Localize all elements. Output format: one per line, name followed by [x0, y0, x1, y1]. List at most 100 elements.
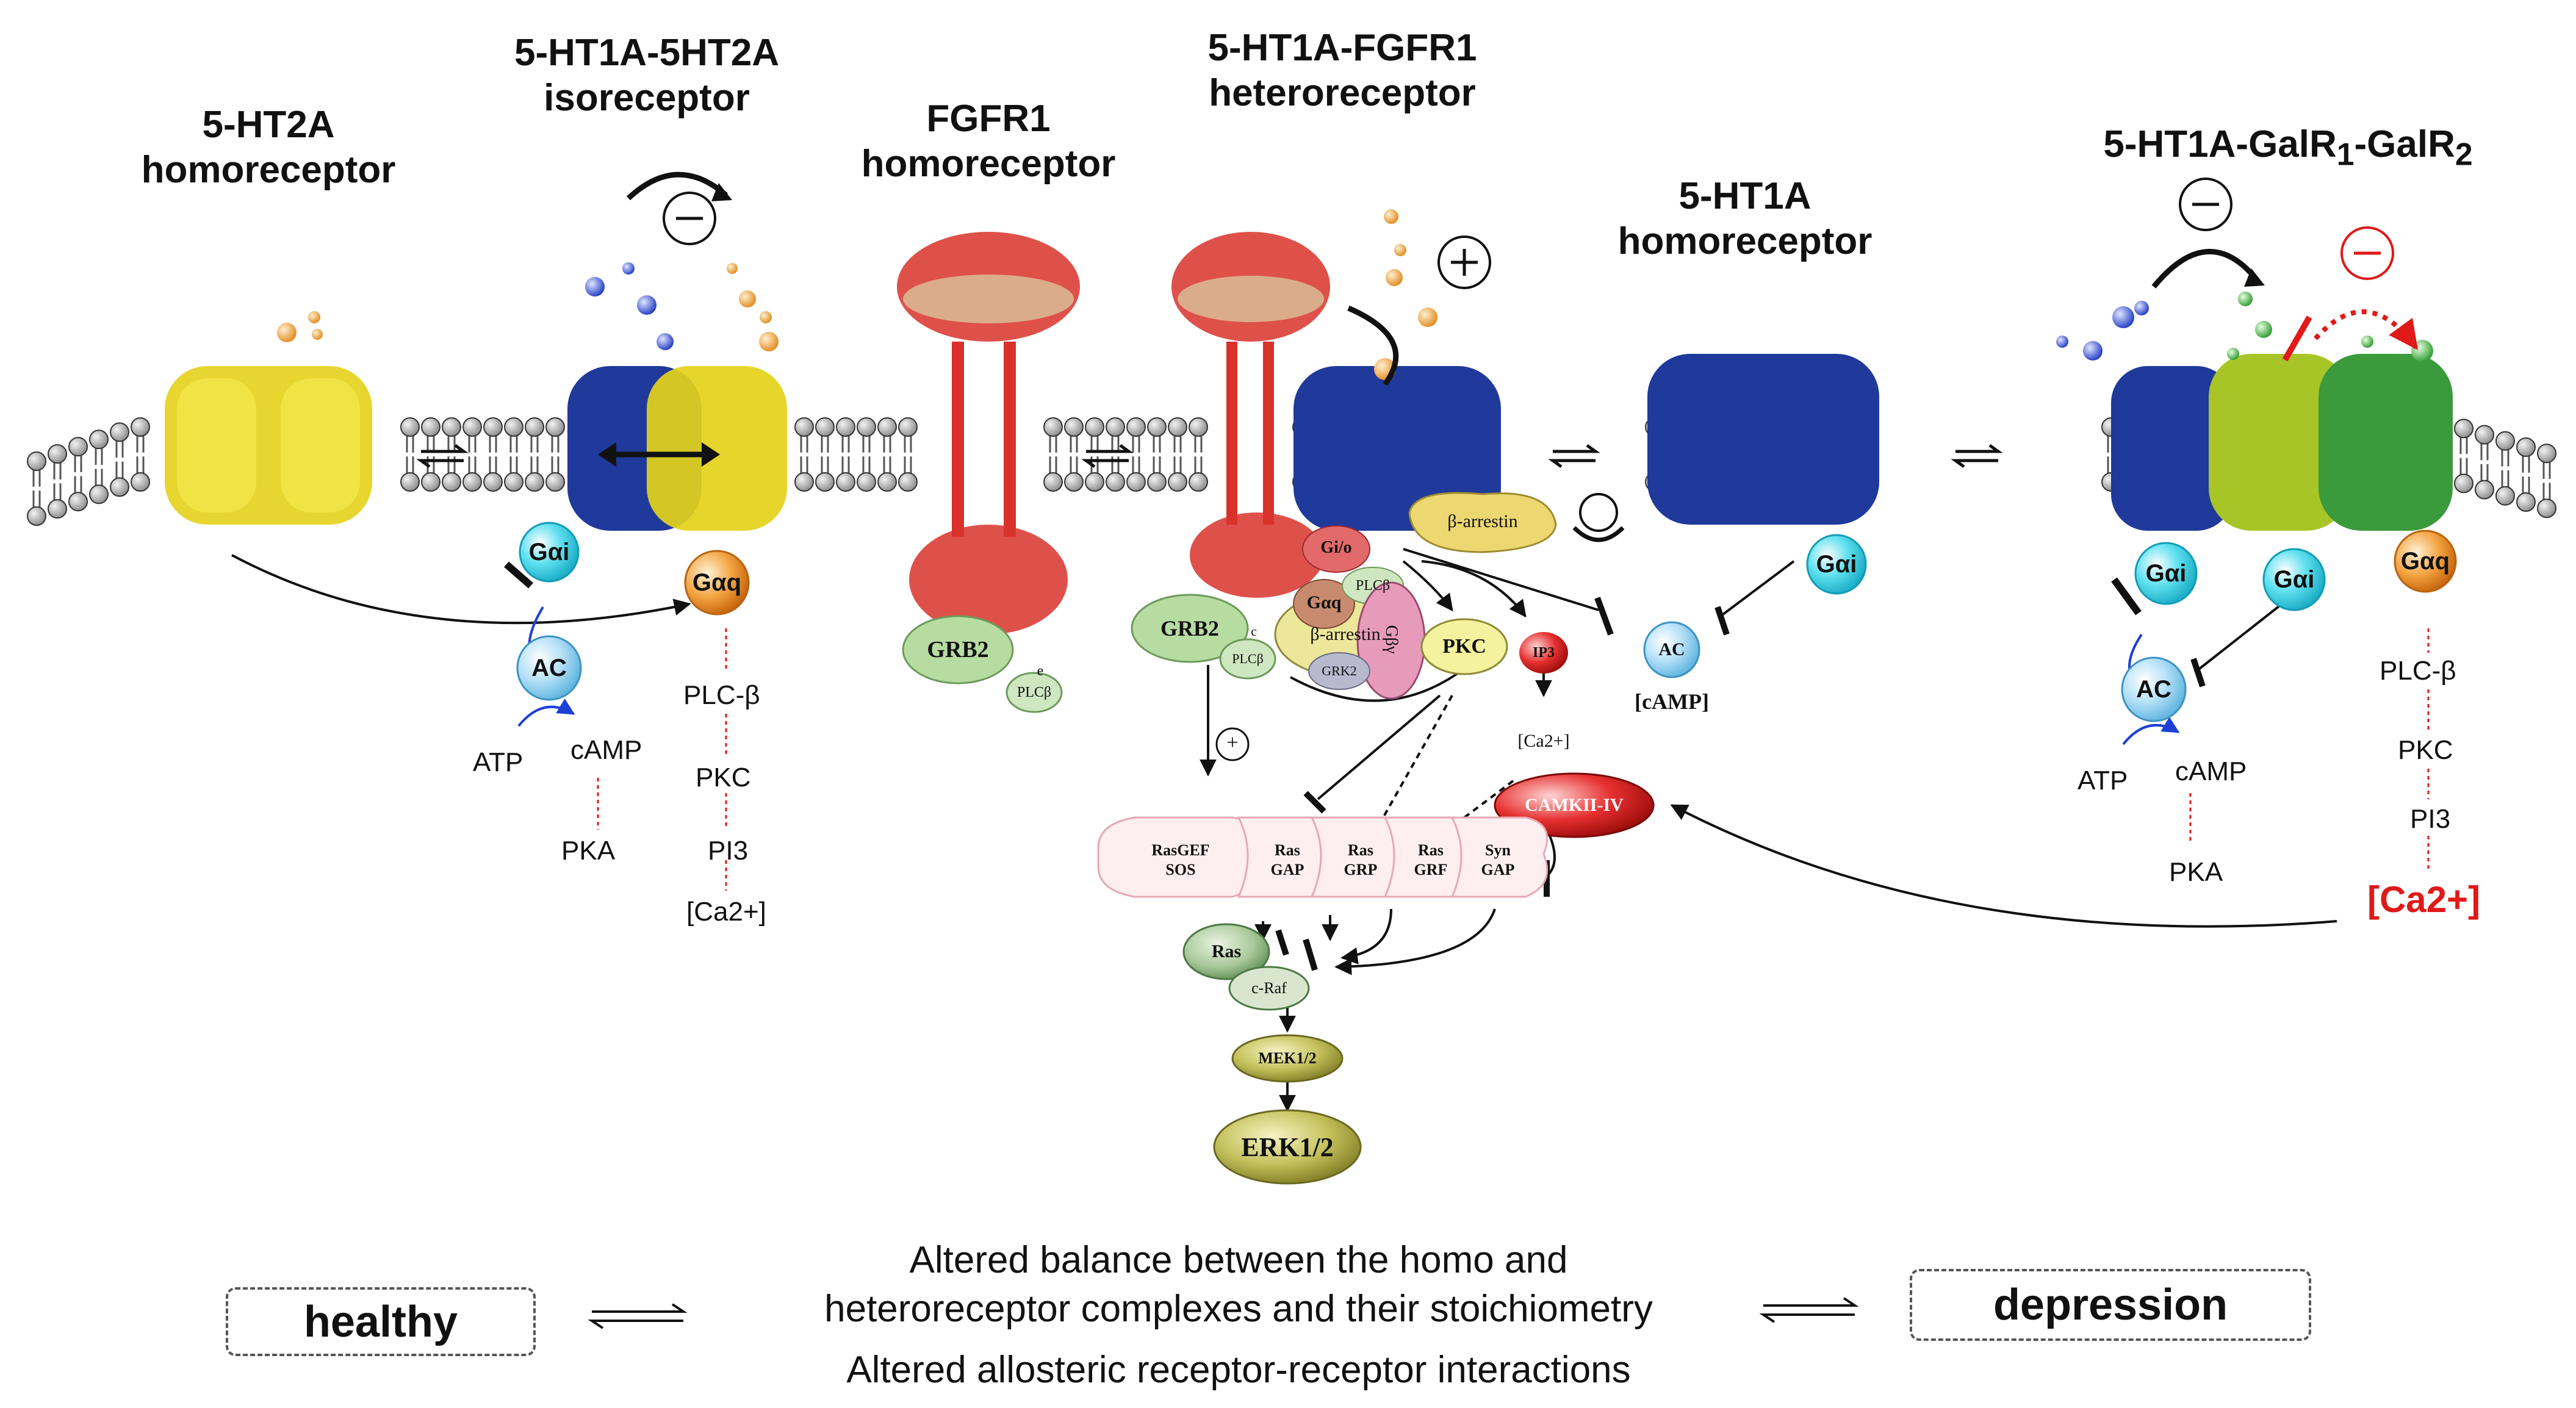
footer-line-3: Altered allosteric receptor-receptor int… — [846, 1349, 1631, 1391]
lipid-head — [1126, 472, 1146, 492]
gai-ball-center — [1806, 534, 1867, 595]
lipid-head — [877, 472, 897, 492]
lipid-head — [483, 417, 503, 437]
lipid-head — [110, 422, 129, 442]
lipid-head — [794, 472, 814, 492]
lipid-head — [1064, 417, 1084, 437]
camp-label-left: cAMP — [570, 735, 642, 765]
lipid-head — [89, 484, 109, 505]
mek-label: MEK1/2 — [1258, 1049, 1317, 1067]
lipid-head — [2537, 498, 2556, 519]
receptor-5ht1a-galr1-galr2-heteromer — [2111, 354, 2453, 531]
lipid-head — [545, 417, 565, 437]
lipid-head — [504, 417, 523, 437]
e-label-left: e — [1037, 663, 1044, 679]
ca-label-left: [Ca2+] — [686, 897, 766, 927]
grb2-label-center: GRB2 — [1160, 616, 1219, 641]
lipid-head — [1168, 472, 1187, 492]
lipid-head — [421, 472, 441, 492]
allosteric-interaction-marks — [626, 171, 2265, 542]
pkc-label-left: PKC — [696, 763, 751, 792]
gaq-label-left: Gαq — [692, 569, 742, 596]
gai-label-right-1: Gαi — [2145, 559, 2187, 587]
lipid-head — [400, 472, 420, 492]
lipid-head — [48, 444, 67, 464]
plcb-shape-left — [1006, 672, 1063, 713]
atp-label-right: ATP — [2078, 766, 2128, 796]
header-line: FGFR1 — [926, 98, 1051, 140]
lipid-head — [815, 472, 835, 492]
ras-grf-label: Ras GRF — [1414, 841, 1448, 878]
lipid-head — [400, 417, 420, 437]
lipid-head — [2495, 486, 2515, 506]
ca-label-right: [Ca2+] — [2367, 879, 2481, 920]
lipid-head — [131, 417, 150, 437]
lipid-head — [815, 417, 835, 437]
lipid-head — [462, 472, 482, 492]
lipid-head — [2516, 492, 2536, 512]
lipid-head — [483, 472, 503, 492]
receptor-5ht2a-homomer — [165, 366, 372, 525]
rasgef-sos-label: RasGEF SOS — [1151, 841, 1210, 878]
camk-label: CAMKII-IV — [1525, 795, 1624, 815]
header-5ht1a-fgfr1-heteroreceptor: 5-HT1A-FGFR1 heteroreceptor — [1171, 26, 1513, 116]
ca-label-center: [Ca2+] — [1517, 731, 1570, 751]
lipid-head — [1126, 417, 1146, 437]
receptor-5ht1a-5ht2a-isomer — [567, 366, 787, 531]
header-fgfr1-homoreceptor: FGFR1 homoreceptor — [830, 96, 1147, 187]
ac-label-right: AC — [2136, 675, 2171, 703]
lipid-head — [48, 499, 67, 519]
erk-shape — [1213, 1109, 1362, 1185]
receptor-fgfr1-homomer — [897, 232, 1080, 634]
barrestin-label: β-arrestin — [1310, 624, 1381, 644]
left-pathway-lines — [231, 554, 727, 891]
lipid-head — [2454, 418, 2473, 439]
gby-label: Gβγ — [1382, 625, 1401, 654]
lipid-head — [1085, 417, 1104, 437]
header-line: isoreceptor — [544, 77, 750, 119]
craf-label: c-Raf — [1251, 979, 1287, 997]
lipid-head — [1043, 472, 1063, 492]
plcb-label-left: PLC-β — [683, 680, 760, 710]
mek-shape — [1231, 1034, 1344, 1083]
receptor-5ht1a-fgfr1-heteromer — [1171, 232, 1501, 598]
gai-label-left: Gαi — [528, 538, 570, 566]
lipid-head — [27, 451, 46, 471]
gio-shape — [1302, 525, 1370, 573]
gai-ball-right-1 — [2134, 542, 2198, 605]
lipid-head — [545, 472, 565, 492]
plus-circle-small — [1215, 727, 1250, 761]
lipid-head — [2475, 425, 2494, 445]
lipid-head — [504, 472, 523, 492]
ip3-shape — [1519, 632, 1568, 673]
grk2-shape — [1308, 652, 1370, 690]
lipid-head — [68, 437, 88, 457]
footer-line-1: Altered balance between the homo and — [909, 1239, 1568, 1281]
lipid-head — [421, 417, 441, 437]
lipid-head — [110, 477, 129, 497]
pka-label-right: PKA — [2169, 857, 2223, 887]
pi3-label-right: PI3 — [2410, 804, 2451, 834]
gaq-label-center: Gαq — [1306, 592, 1342, 612]
camp-label-center: [cAMP] — [1635, 689, 1709, 714]
header-line: homoreceptor — [1617, 220, 1873, 262]
lipid-head — [1043, 417, 1063, 437]
plcb-label-center-2: PLCβ — [1355, 577, 1391, 594]
lipid-head — [27, 506, 46, 526]
gaq-shape-center — [1293, 579, 1355, 629]
lipid-head — [462, 417, 482, 437]
ras-family-shapes — [1097, 816, 1549, 898]
galr-inhibition-red — [2282, 226, 2419, 362]
receptor-5ht1a-homomer — [1647, 354, 1879, 525]
lipid-head — [836, 417, 855, 437]
barrestin-top-shape — [1408, 492, 1557, 553]
lipid-head — [525, 472, 544, 492]
lipid-head — [442, 417, 461, 437]
right-pathway-lines — [2111, 577, 2430, 872]
header-line: 5-HT1A — [1678, 175, 1811, 217]
depression-box: depression — [1910, 1269, 2311, 1341]
header-line: homoreceptor — [861, 143, 1116, 185]
header-5ht1a-homoreceptor: 5-HT1A homoreceptor — [1586, 174, 1904, 264]
camp-label-right: cAMP — [2175, 756, 2247, 786]
ac-ball-left — [516, 635, 582, 701]
